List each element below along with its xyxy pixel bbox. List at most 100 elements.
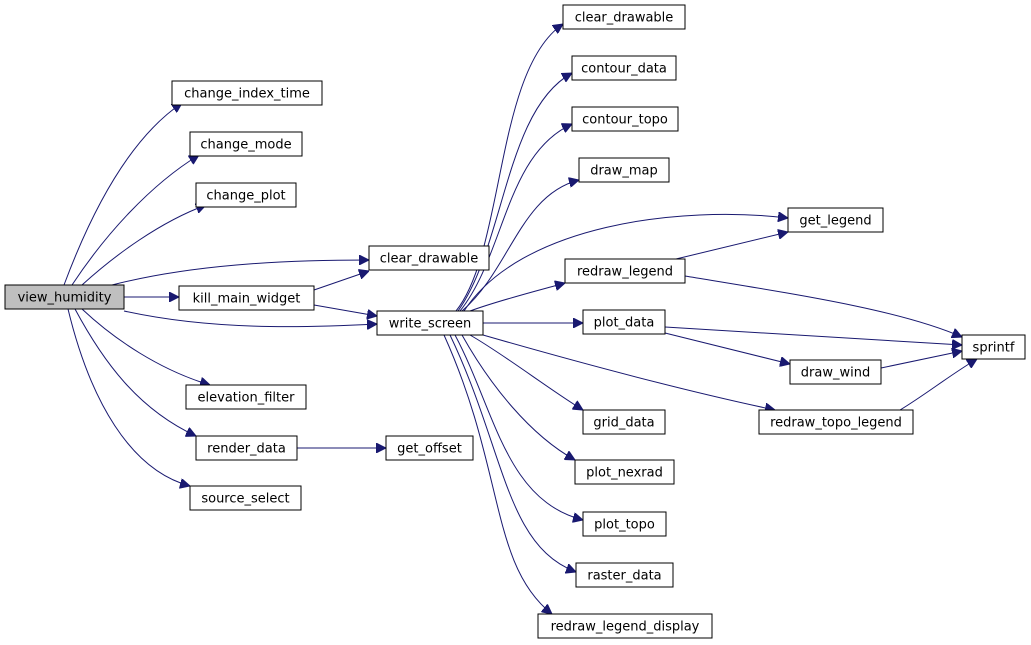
node-label: draw_wind xyxy=(801,366,870,381)
edge-view-humidity-to-write-screen xyxy=(123,310,377,327)
edge-write-screen-to-redraw-topo-legend xyxy=(482,334,775,410)
node-box xyxy=(376,310,484,336)
node-box xyxy=(562,4,686,30)
node-plot-topo[interactable]: plot_topo xyxy=(582,511,667,537)
node-box xyxy=(195,435,298,461)
node-view-humidity[interactable]: view_humidity xyxy=(4,284,125,310)
node-elevation-filter[interactable]: elevation_filter xyxy=(185,384,307,410)
node-box xyxy=(4,284,125,310)
node-get-legend[interactable]: get_legend xyxy=(787,207,884,233)
node-box xyxy=(789,359,882,385)
edge-view-humidity-to-source-select xyxy=(67,308,190,486)
node-sprintf[interactable]: sprintf xyxy=(961,334,1026,360)
node-label: render_data xyxy=(207,442,286,457)
edge-write-screen-to-clear-drawable-2 xyxy=(455,24,563,312)
node-box xyxy=(758,409,914,435)
edge-redraw-legend-to-sprintf xyxy=(684,275,962,337)
node-grid-data[interactable]: grid_data xyxy=(582,409,666,435)
node-box xyxy=(571,106,679,132)
edge-write-screen-to-contour-data xyxy=(457,73,572,312)
node-redraw-legend-display[interactable]: redraw_legend_display xyxy=(537,613,713,639)
edge-write-screen-to-redraw-legend xyxy=(469,283,565,312)
edge-redraw-legend-to-get-legend xyxy=(675,232,788,260)
edge-view-humidity-to-clear-drawable-1 xyxy=(111,260,369,286)
node-box xyxy=(537,613,713,639)
node-raster-data[interactable]: raster_data xyxy=(575,562,674,588)
edge-write-screen-to-plot-nexrad xyxy=(461,334,575,460)
edge-kill-main-widget-to-clear-drawable-1 xyxy=(313,271,369,291)
node-box xyxy=(574,459,675,485)
node-label: clear_drawable xyxy=(380,252,479,267)
node-write-screen[interactable]: write_screen xyxy=(376,310,484,336)
edge-plot-data-to-sprintf xyxy=(664,326,962,345)
node-redraw-legend[interactable]: redraw_legend xyxy=(564,258,686,284)
edge-write-screen-to-redraw-legend-display xyxy=(443,334,552,614)
node-label: change_index_time xyxy=(184,87,310,102)
node-label: change_mode xyxy=(200,138,291,153)
node-label: get_offset xyxy=(397,442,462,457)
node-plot-data[interactable]: plot_data xyxy=(582,309,666,335)
node-box xyxy=(178,285,315,311)
node-label: kill_main_widget xyxy=(193,292,301,307)
node-box xyxy=(195,182,297,208)
node-label: clear_drawable xyxy=(575,11,674,26)
edges xyxy=(63,24,977,614)
node-label: plot_data xyxy=(594,316,655,331)
node-box xyxy=(961,334,1026,360)
node-box xyxy=(189,485,302,511)
node-redraw-topo-legend[interactable]: redraw_topo_legend xyxy=(758,409,914,435)
node-box xyxy=(185,384,307,410)
edge-draw-wind-to-sprintf xyxy=(880,351,962,369)
node-change-index-time[interactable]: change_index_time xyxy=(171,80,323,106)
node-plot-nexrad[interactable]: plot_nexrad xyxy=(574,459,675,485)
edge-view-humidity-to-render-data xyxy=(74,308,196,436)
node-clear-drawable-1[interactable]: clear_drawable xyxy=(368,245,490,271)
node-get-offset[interactable]: get_offset xyxy=(385,435,474,461)
node-draw-wind[interactable]: draw_wind xyxy=(789,359,882,385)
edge-write-screen-to-get-legend xyxy=(463,214,788,312)
node-label: source_select xyxy=(201,492,289,507)
node-box xyxy=(582,409,666,435)
node-label: redraw_legend xyxy=(577,265,673,280)
node-box xyxy=(385,435,474,461)
node-box xyxy=(564,258,686,284)
edge-view-humidity-to-change-mode xyxy=(71,155,199,286)
node-box xyxy=(571,55,677,81)
node-label: elevation_filter xyxy=(198,391,296,406)
node-label: plot_topo xyxy=(594,518,655,533)
node-label: sprintf xyxy=(973,341,1015,356)
edge-write-screen-to-grid-data xyxy=(469,334,583,410)
node-change-plot[interactable]: change_plot xyxy=(195,182,297,208)
node-draw-map[interactable]: draw_map xyxy=(578,157,670,183)
node-source-select[interactable]: source_select xyxy=(189,485,302,511)
node-box xyxy=(787,207,884,233)
node-box xyxy=(578,157,670,183)
node-contour-data[interactable]: contour_data xyxy=(571,55,677,81)
edge-kill-main-widget-to-write-screen xyxy=(313,304,377,316)
node-label: contour_topo xyxy=(582,113,668,128)
edge-write-screen-to-draw-map xyxy=(461,180,579,312)
node-box xyxy=(582,511,667,537)
node-label: contour_data xyxy=(581,62,667,77)
node-render-data[interactable]: render_data xyxy=(195,435,298,461)
edge-redraw-topo-legend-to-sprintf xyxy=(899,359,977,411)
node-clear-drawable-2[interactable]: clear_drawable xyxy=(562,4,686,30)
edge-plot-data-to-draw-wind xyxy=(664,332,790,364)
node-label: change_plot xyxy=(206,189,285,204)
node-label: draw_map xyxy=(590,164,658,179)
node-label: plot_nexrad xyxy=(586,466,663,481)
node-box xyxy=(171,80,323,106)
node-box xyxy=(189,131,303,157)
edge-view-humidity-to-change-index-time xyxy=(63,103,182,286)
node-label: redraw_legend_display xyxy=(551,620,700,635)
nodes: view_humidity change_index_time change_mod… xyxy=(4,4,1026,639)
edge-write-screen-to-contour-topo xyxy=(459,124,572,312)
node-contour-topo[interactable]: contour_topo xyxy=(571,106,679,132)
node-change-mode[interactable]: change_mode xyxy=(189,131,303,157)
node-box xyxy=(582,309,666,335)
node-box xyxy=(575,562,674,588)
node-label: view_humidity xyxy=(18,291,112,306)
node-box xyxy=(368,245,490,271)
node-kill-main-widget[interactable]: kill_main_widget xyxy=(178,285,315,311)
